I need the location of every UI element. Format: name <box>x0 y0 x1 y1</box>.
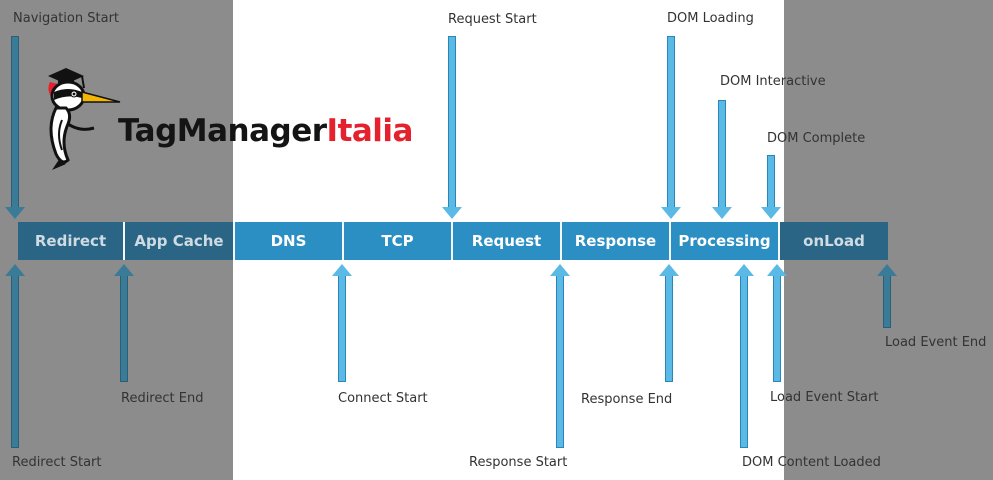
arrow-shaft <box>667 36 675 208</box>
stage-label: Redirect <box>34 232 107 250</box>
arrow-shaft <box>556 275 564 448</box>
stage-label: Processing <box>678 232 771 250</box>
dom-complete-label: DOM Complete <box>767 131 866 146</box>
stage-tcp: TCP <box>344 222 453 260</box>
arrow-down-icon <box>661 207 681 219</box>
arrow-shaft <box>665 275 673 382</box>
redirect-start-label: Redirect Start <box>12 455 102 470</box>
dom-loading-label: DOM Loading <box>667 11 754 26</box>
arrow-down-icon <box>712 207 732 219</box>
arrow-up-icon <box>550 264 570 276</box>
arrow-shaft <box>773 275 781 382</box>
arrow-up-icon <box>877 264 897 276</box>
request-start-label: Request Start <box>448 12 537 27</box>
arrow-shaft <box>740 275 748 448</box>
dom-interactive-label: DOM Interactive <box>720 74 826 89</box>
arrow-up-icon <box>734 264 754 276</box>
stage-label: Request <box>471 232 542 250</box>
stage-redirect: Redirect <box>18 222 125 260</box>
stage-label: onLoad <box>803 232 865 250</box>
woodpecker-mascot-icon <box>48 68 121 170</box>
tagmanageritalia-logo <box>40 62 450 172</box>
stage-label: App Cache <box>134 232 224 250</box>
logo-word-dark: TagManager <box>118 113 327 149</box>
stage-dns: DNS <box>235 222 344 260</box>
stage-onload: onLoad <box>780 222 888 260</box>
stage-request: Request <box>453 222 562 260</box>
logo-word-red: Italia <box>326 113 414 149</box>
arrow-up-icon <box>114 264 134 276</box>
arrow-up-icon <box>767 264 787 276</box>
arrow-down-icon <box>442 207 462 219</box>
navigation-start-label: Navigation Start <box>13 11 120 26</box>
arrow-down-icon <box>761 207 781 219</box>
logo-wordmark: TagManagerItalia <box>118 113 413 149</box>
stage-app-cache: App Cache <box>125 222 235 260</box>
arrow-shaft <box>767 155 775 208</box>
arrow-down-icon <box>5 207 25 219</box>
arrow-shaft <box>718 100 726 208</box>
stage-label: TCP <box>381 232 414 250</box>
arrow-shaft <box>883 275 891 328</box>
load-event-end-label: Load Event End <box>885 335 987 350</box>
response-end-label: Response End <box>581 392 673 407</box>
connect-start-label: Connect Start <box>338 391 428 406</box>
response-start-label: Response Start <box>469 455 568 470</box>
stage-label: DNS <box>270 232 307 250</box>
load-event-start-label: Load Event Start <box>770 390 879 405</box>
redirect-end-label: Redirect End <box>121 391 204 406</box>
arrow-shaft <box>11 36 19 208</box>
stage-processing: Processing <box>671 222 780 260</box>
stage-label: Response <box>574 232 657 250</box>
arrow-shaft <box>338 275 346 382</box>
stage-response: Response <box>562 222 671 260</box>
arrow-shaft <box>120 275 128 382</box>
arrow-up-icon <box>332 264 352 276</box>
dom-content-loaded-label: DOM Content Loaded <box>742 455 881 470</box>
timeline-bar: Redirect App Cache DNS TCP Request Respo… <box>18 222 888 260</box>
arrow-up-icon <box>5 264 25 276</box>
arrow-up-icon <box>659 264 679 276</box>
arrow-shaft <box>11 275 19 448</box>
